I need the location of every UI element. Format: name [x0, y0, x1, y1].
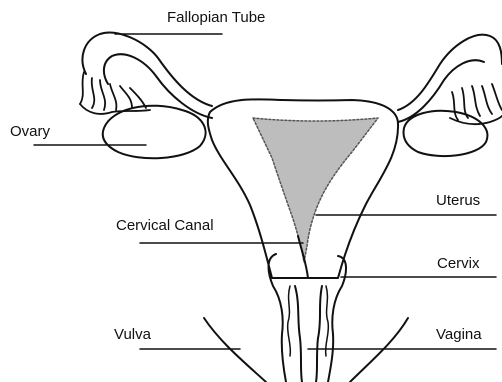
fimbriae-right: [452, 84, 502, 120]
label-cervical-canal: Cervical Canal: [116, 218, 214, 233]
label-uterus: Uterus: [436, 193, 480, 208]
label-ovary: Ovary: [10, 124, 50, 139]
vulva-right: [350, 318, 408, 382]
ovary-left: [103, 106, 206, 159]
ovary-right: [404, 111, 488, 156]
vaginal-canal-right: [316, 286, 322, 382]
vaginal-fold-right: [326, 286, 329, 356]
label-vulva: Vulva: [114, 327, 151, 342]
fimbriae-left: [80, 72, 146, 110]
vaginal-canal: [295, 286, 302, 382]
cervix-outline-right: [328, 256, 346, 382]
label-cervix: Cervix: [437, 256, 480, 271]
vulva-left: [204, 318, 266, 382]
fallopian-tube-left: [82, 33, 212, 106]
label-fallopian-tube: Fallopian Tube: [167, 10, 265, 25]
leader-lines: [34, 34, 496, 349]
vaginal-fold-left: [288, 286, 291, 356]
fallopian-tube-right-inner: [398, 60, 484, 122]
fimbriae-left-tips: [80, 104, 150, 114]
label-vagina: Vagina: [436, 327, 482, 342]
uterine-lining: [253, 118, 378, 262]
